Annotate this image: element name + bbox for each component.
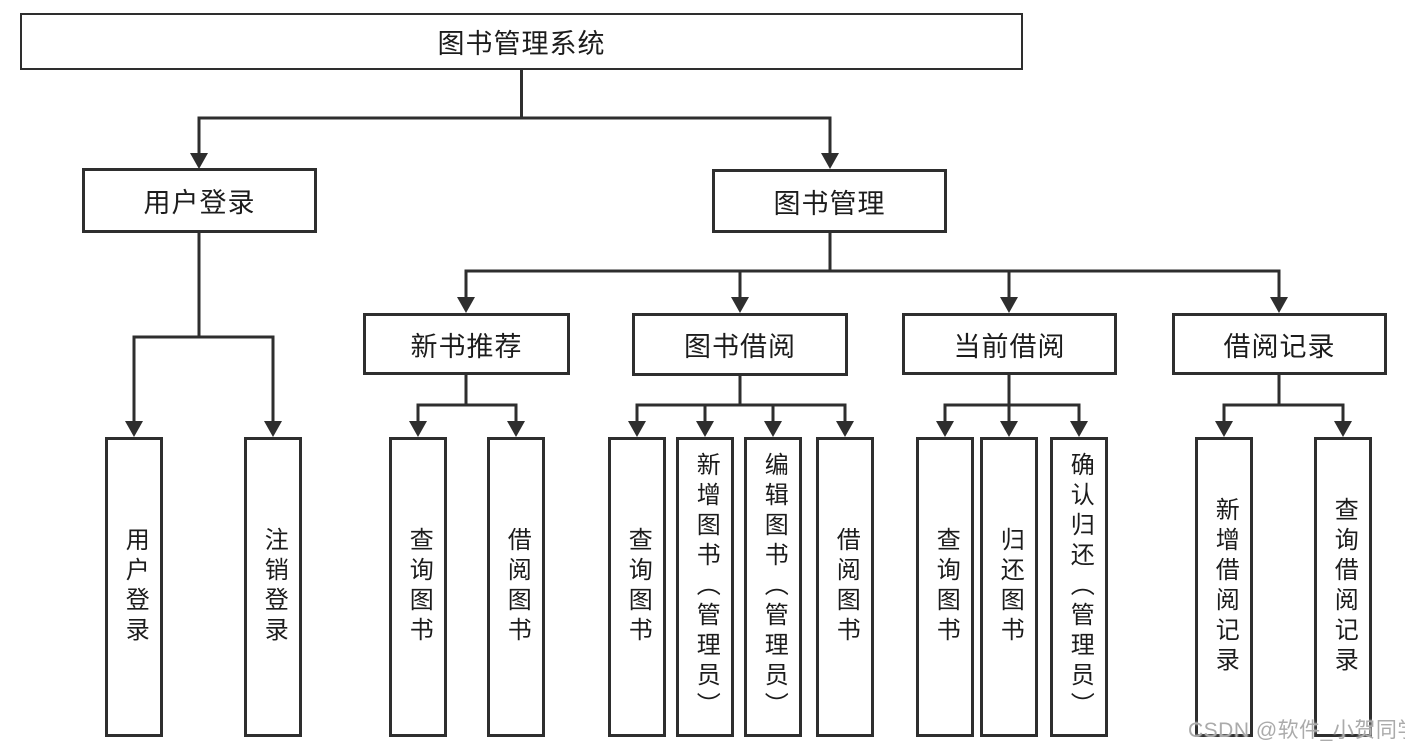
leaf-query-borrow-record: 查询借阅记录 (1314, 437, 1372, 737)
leaf-label: 归还图书 (996, 527, 1024, 647)
leaf-label: 查询图书 (624, 527, 652, 647)
leaf-borrow-books-recommend: 借阅图书 (487, 437, 545, 737)
node-user-login: 用户登录 (82, 168, 317, 233)
leaf-logout: 注销登录 (244, 437, 302, 737)
watermark: CSDN @软件_小贺同学 (1188, 719, 1405, 742)
node-current-borrow: 当前借阅 (902, 313, 1117, 375)
node-book-borrow: 图书借阅 (632, 313, 848, 376)
leaf-label: 新增图书（管理员） (692, 452, 720, 722)
node-book-management: 图书管理 (712, 169, 947, 233)
leaf-label: 借阅图书 (832, 527, 860, 647)
leaf-borrow-books: 借阅图书 (816, 437, 874, 737)
leaf-label: 查询图书 (932, 527, 960, 647)
leaf-label: 新增借阅记录 (1211, 497, 1239, 677)
node-label: 图书管理系统 (437, 29, 606, 59)
leaf-label: 借阅图书 (503, 527, 531, 647)
leaf-add-borrow-record: 新增借阅记录 (1195, 437, 1253, 737)
node-borrow-records: 借阅记录 (1172, 313, 1387, 375)
leaf-edit-books-admin: 编辑图书（管理员） (744, 437, 802, 737)
leaf-label: 确认归还（管理员） (1066, 452, 1094, 722)
node-label: 当前借阅 (953, 331, 1066, 362)
leaf-label: 编辑图书（管理员） (760, 452, 788, 722)
leaf-query-books-recommend: 查询图书 (389, 437, 447, 737)
leaf-label: 查询图书 (405, 527, 433, 647)
leaf-label: 查询借阅记录 (1330, 497, 1358, 677)
leaf-return-books: 归还图书 (980, 437, 1038, 737)
leaf-query-books-current: 查询图书 (916, 437, 974, 737)
leaf-label: 用户登录 (121, 527, 149, 647)
leaf-label: 注销登录 (260, 527, 288, 647)
node-label: 新书推荐 (410, 331, 523, 362)
node-label: 借阅记录 (1223, 331, 1336, 362)
leaf-query-books-borrow: 查询图书 (608, 437, 666, 737)
node-label: 用户登录 (143, 188, 256, 218)
leaf-add-books-admin: 新增图书（管理员） (676, 437, 734, 737)
node-library-system: 图书管理系统 (20, 13, 1023, 70)
leaf-user-login: 用户登录 (105, 437, 163, 737)
leaf-confirm-return-admin: 确认归还（管理员） (1050, 437, 1108, 737)
node-new-book-recommend: 新书推荐 (363, 313, 570, 375)
node-label: 图书管理 (773, 188, 886, 219)
node-label: 图书借阅 (684, 332, 796, 362)
